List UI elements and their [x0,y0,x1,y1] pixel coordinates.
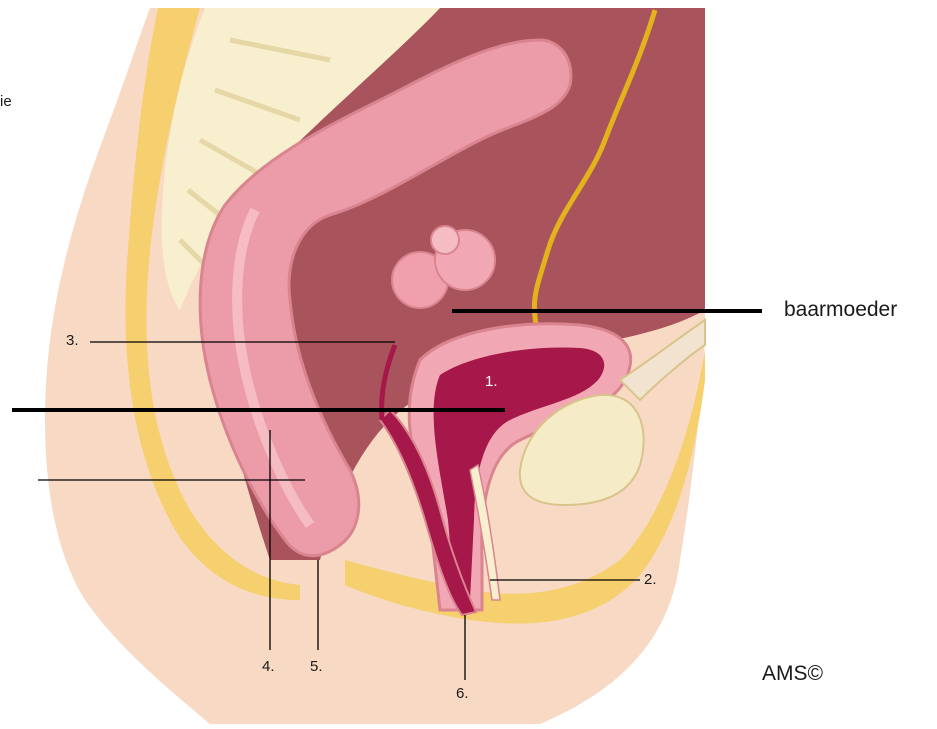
label-2: 2. [644,571,657,588]
uterus-label: baarmoeder [784,298,897,322]
label-3: 3. [66,332,79,349]
copyright-label: AMS© [762,662,823,686]
label-1: 1. [485,373,498,390]
label-4: 4. [262,658,275,675]
cut-text-label: ie [0,93,12,110]
label-6: 6. [456,685,469,702]
label-5: 5. [310,658,323,675]
